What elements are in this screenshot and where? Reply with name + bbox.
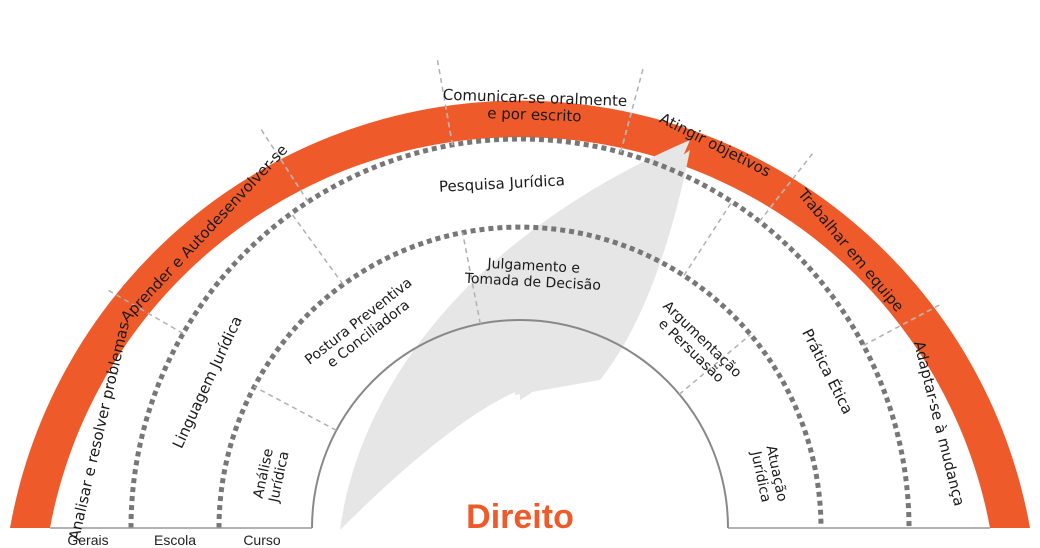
radial-separator bbox=[758, 150, 815, 222]
radial-separator bbox=[105, 288, 184, 335]
radial-separator bbox=[290, 212, 344, 285]
legend-gerais: Gerais bbox=[67, 532, 108, 548]
gerais-trabalhar-label: Trabalhar em equipe bbox=[794, 185, 908, 316]
center-title: Direito bbox=[466, 498, 574, 536]
curso-atuacao-label: AtuaçãoJurídica bbox=[747, 444, 790, 507]
radial-separator bbox=[863, 302, 943, 347]
radial-separator bbox=[253, 386, 337, 432]
curso-julgamento-label-line: Julgamento e bbox=[486, 256, 580, 277]
outer-orange-band bbox=[10, 100, 1030, 528]
divider-gerais-escola bbox=[128, 136, 912, 529]
curso-postura-label-line: Postura Preventiva bbox=[302, 275, 415, 368]
watermark-logo bbox=[340, 140, 690, 530]
legend-curso: Curso bbox=[243, 532, 281, 548]
radial-separator bbox=[259, 126, 309, 203]
curso-julgamento-label: Julgamento eTomada de Decisão bbox=[463, 255, 602, 294]
radial-separator bbox=[683, 201, 733, 276]
escola-pratica-label: Prática Ética bbox=[798, 325, 857, 417]
ring-legend: Gerais Escola Curso bbox=[67, 532, 280, 548]
legend-escola: Escola bbox=[154, 532, 196, 548]
gerais-trabalhar-label-line: Trabalhar em equipe bbox=[794, 185, 908, 316]
curso-julgamento-label-line: Tomada de Decisão bbox=[463, 271, 601, 294]
curso-analise-label: AnáliseJurídica bbox=[250, 447, 292, 505]
ring-dividers bbox=[128, 136, 912, 529]
radial-separator bbox=[678, 333, 752, 395]
divider-escola-curso bbox=[216, 224, 824, 529]
radial-separator bbox=[436, 57, 454, 146]
radial-separators bbox=[105, 15, 980, 432]
radial-separator bbox=[619, 66, 645, 153]
escola-pratica-label-line: Prática Ética bbox=[798, 325, 857, 417]
escola-pesquisa-label-line: Pesquisa Jurídica bbox=[439, 171, 566, 196]
radial-separator bbox=[461, 232, 482, 324]
core-arc bbox=[311, 319, 729, 529]
escola-pesquisa-label: Pesquisa Jurídica bbox=[439, 171, 566, 196]
gerais-comunicar-label-line: e por escrito bbox=[487, 104, 582, 125]
